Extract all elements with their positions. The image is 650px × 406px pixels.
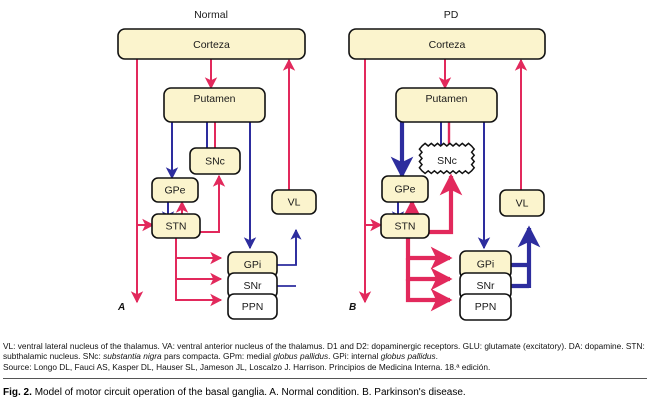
node-label-gpe: GPe bbox=[394, 183, 415, 195]
node-stn-normal[interactable]: STN bbox=[151, 213, 201, 239]
notes-abbrev-mid-2: . GPi: internal bbox=[328, 351, 381, 362]
figure-caption: Fig. 2. Model of motor circuit operation… bbox=[3, 386, 647, 399]
nodes-normal: Corteza Putamen SNc GPe STN VL bbox=[117, 28, 317, 320]
notes-abbreviations-lead: VL: ventral lateral nucleus of the thala… bbox=[3, 341, 645, 362]
notes-italic-globus-pallidus-1: globus pallidus bbox=[273, 351, 329, 362]
notes-abbrev-end: . bbox=[435, 351, 438, 362]
node-gpe-pd[interactable]: GPe bbox=[381, 175, 429, 203]
notes-italic-substantia-nigra: substantia nigra bbox=[103, 351, 162, 362]
node-label-ppn: PPN bbox=[242, 301, 264, 313]
node-label-ppn: PPN bbox=[475, 301, 497, 313]
node-vl-normal[interactable]: VL bbox=[271, 189, 317, 215]
panel-title-normal: Normal bbox=[194, 9, 228, 21]
node-ppn-pd[interactable]: PPN bbox=[459, 293, 512, 321]
node-label-stn: STN bbox=[395, 220, 416, 232]
node-ppn-normal[interactable]: PPN bbox=[227, 293, 278, 320]
node-label-putamen: Putamen bbox=[193, 93, 235, 105]
node-label-snr: SNr bbox=[243, 280, 262, 292]
figure-notes: VL: ventral lateral nucleus of the thala… bbox=[3, 341, 647, 372]
panel-title-pd: PD bbox=[444, 9, 459, 21]
node-gpe-normal[interactable]: GPe bbox=[151, 177, 199, 203]
caption-divider-rule bbox=[3, 378, 647, 379]
panel-letter-a: A bbox=[117, 302, 125, 313]
node-snc-pd-degenerated[interactable]: SNc bbox=[418, 142, 476, 175]
node-snc-normal[interactable]: SNc bbox=[189, 147, 241, 175]
node-corteza-normal[interactable]: Corteza bbox=[117, 28, 306, 60]
notes-abbrev-mid-1: pars compacta. GPm: medial bbox=[161, 351, 274, 362]
caption-text: Model of motor circuit operation of the … bbox=[34, 387, 466, 398]
caption-figure-number: Fig. 2. bbox=[3, 387, 32, 398]
node-corteza-pd[interactable]: Corteza bbox=[348, 28, 546, 60]
node-label-gpi: GPi bbox=[477, 258, 495, 270]
node-stn-pd[interactable]: STN bbox=[380, 213, 430, 239]
node-putamen-normal[interactable]: Putamen bbox=[163, 87, 266, 123]
node-putamen-pd[interactable]: Putamen bbox=[395, 87, 498, 123]
node-label-snc: SNc bbox=[205, 155, 225, 167]
nodes-pd: Corteza Putamen SNc GPe STN VL bbox=[348, 28, 546, 321]
node-snr-pd[interactable]: SNr bbox=[459, 272, 512, 300]
panel-pd: PD bbox=[348, 9, 546, 321]
connectors-pd bbox=[358, 58, 541, 312]
notes-italic-globus-pallidus-2: globus pallidus bbox=[380, 351, 436, 362]
node-label-snr: SNr bbox=[476, 280, 495, 292]
node-label-stn: STN bbox=[166, 220, 187, 232]
node-label-corteza: Corteza bbox=[193, 39, 230, 51]
node-label-gpi: GPi bbox=[244, 259, 262, 271]
node-label-putamen: Putamen bbox=[425, 93, 467, 105]
panel-normal: Normal bbox=[117, 9, 317, 320]
notes-source-line: Source: Longo DL, Fauci AS, Kasper DL, H… bbox=[3, 361, 491, 372]
figure-diagram-area: Normal bbox=[117, 9, 546, 321]
node-label-vl: VL bbox=[288, 196, 301, 208]
node-label-snc: SNc bbox=[437, 155, 457, 167]
node-vl-pd[interactable]: VL bbox=[499, 189, 545, 217]
node-snr-normal[interactable]: SNr bbox=[227, 272, 278, 299]
node-label-gpe: GPe bbox=[164, 184, 185, 196]
node-label-vl: VL bbox=[516, 197, 529, 209]
panel-letter-b: B bbox=[349, 302, 356, 313]
node-label-corteza: Corteza bbox=[429, 39, 466, 51]
